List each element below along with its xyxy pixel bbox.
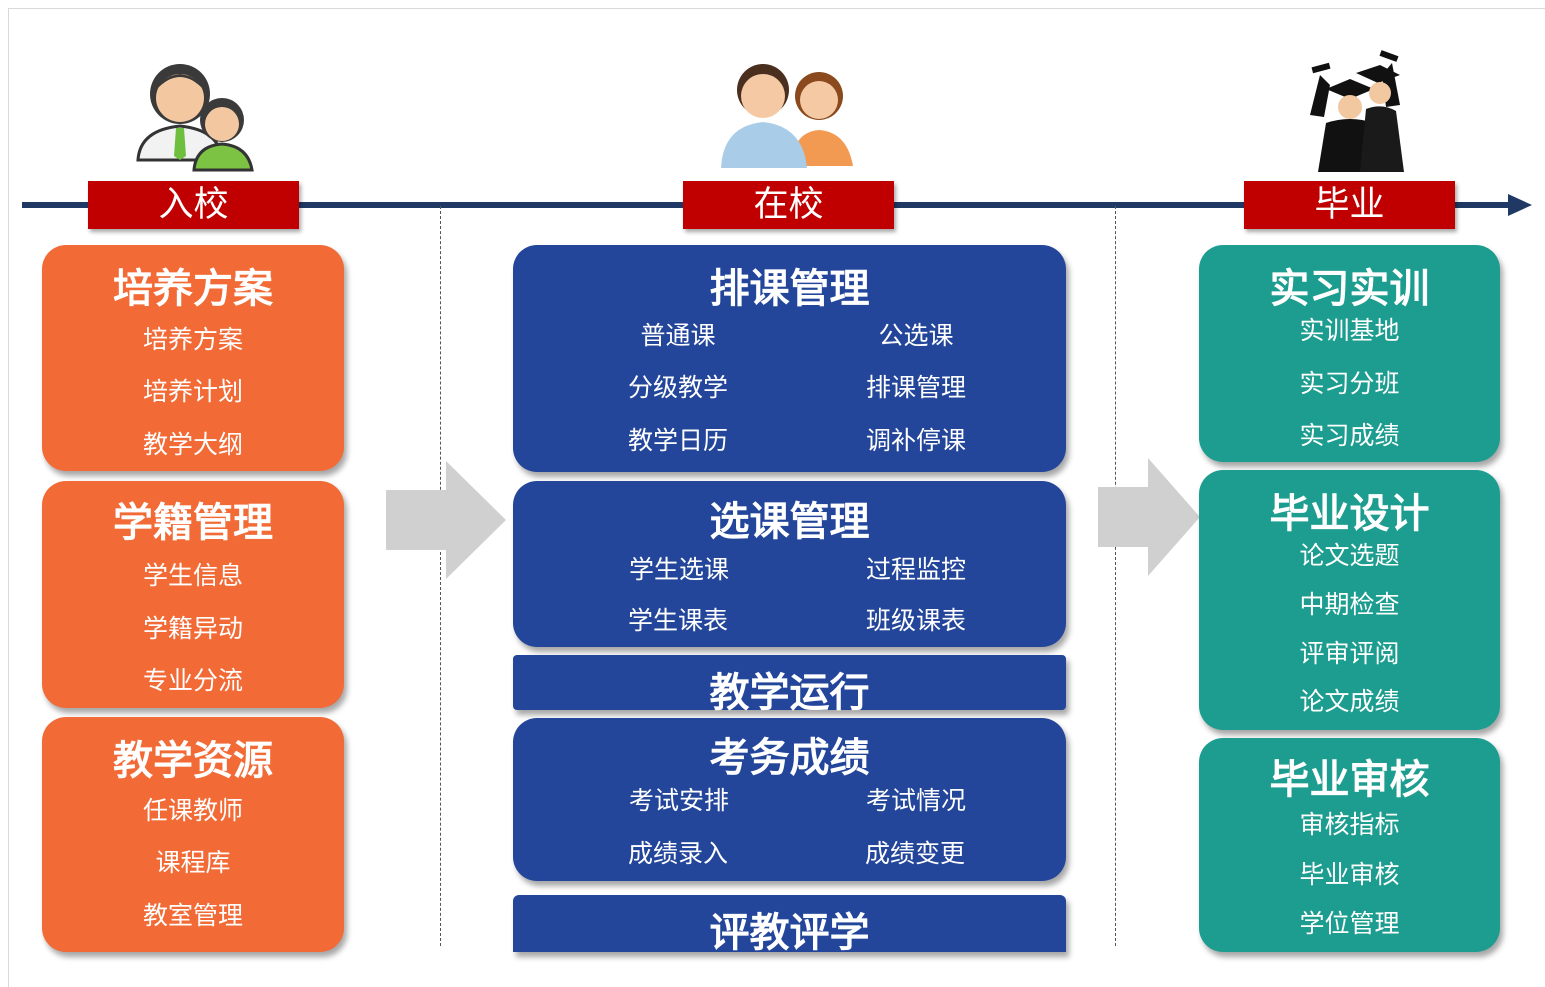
card-teaching-evaluation[interactable]: 评教评学 [513,895,1066,956]
card-item[interactable]: 成绩变更 [864,839,965,868]
card-title: 教学运行 [709,670,870,716]
card-item[interactable]: 班级课表 [865,606,966,635]
frame-border-top [8,8,1545,9]
card-item[interactable]: 实训基地 [1299,316,1400,345]
card-item[interactable]: 论文成绩 [1299,687,1400,716]
stage-label-graduation: 毕业 [1244,181,1455,229]
card-title: 排课管理 [709,266,870,312]
card-internship-training[interactable]: 实习实训 实训基地 实习分班 实习成绩 [1199,245,1500,462]
card-exams-grades[interactable]: 考务成绩 考试安排 考试情况 成绩录入 成绩变更 [513,718,1066,881]
card-item[interactable]: 教学大纲 [142,430,243,459]
card-item[interactable]: 审核指标 [1299,810,1400,839]
card-item[interactable]: 学生课表 [627,606,728,635]
man-woman-icon [721,64,853,168]
card-item[interactable]: 中期检查 [1299,590,1400,619]
arrow-enrollment-to-school-icon [386,461,506,579]
card-item[interactable]: 教室管理 [142,901,243,930]
card-item[interactable]: 实习成绩 [1299,421,1400,450]
frame-border-left [8,8,9,987]
card-item[interactable]: 毕业审核 [1299,860,1400,889]
card-course-scheduling[interactable]: 排课管理 普通课 公选课 分级教学 排课管理 教学日历 调补停课 [513,245,1066,472]
card-item[interactable]: 培养方案 [142,325,243,354]
card-graduation-design[interactable]: 毕业设计 论文选题 中期检查 评审评阅 论文成绩 [1199,470,1500,730]
card-item[interactable]: 成绩录入 [627,839,728,868]
card-item[interactable]: 论文选题 [1299,541,1400,570]
card-graduation-review[interactable]: 毕业审核 审核指标 毕业审核 学位管理 [1199,738,1500,952]
card-item[interactable]: 分级教学 [627,373,728,402]
card-item[interactable]: 学生信息 [142,561,243,590]
card-title: 教学资源 [113,738,273,784]
divider-left [440,206,441,946]
card-title: 毕业设计 [1269,491,1430,537]
card-item[interactable]: 考试安排 [628,786,729,815]
card-item[interactable]: 教学日历 [627,426,728,455]
stage-label-enrollment: 入校 [88,181,299,229]
card-item[interactable]: 培养计划 [142,377,243,406]
card-item[interactable]: 任课教师 [142,796,243,825]
card-title: 考务成绩 [709,735,870,781]
card-item[interactable]: 学籍异动 [142,614,243,643]
card-item[interactable]: 考试情况 [865,786,966,815]
card-item[interactable]: 过程监控 [865,555,966,584]
arrow-school-to-graduation-icon [1098,458,1200,576]
card-title: 选课管理 [709,499,870,545]
card-item[interactable]: 排课管理 [865,373,966,402]
card-teaching-operation[interactable]: 教学运行 [513,655,1066,716]
card-item[interactable]: 普通课 [640,321,716,350]
card-title: 毕业审核 [1269,757,1430,803]
card-teaching-resources[interactable]: 教学资源 任课教师 课程库 教室管理 [42,717,344,952]
card-item[interactable]: 实习分班 [1299,369,1400,398]
card-item[interactable]: 评审评阅 [1299,639,1400,668]
card-item[interactable]: 学位管理 [1299,909,1400,938]
card-course-selection[interactable]: 选课管理 学生选课 过程监控 学生课表 班级课表 [513,481,1066,647]
card-item[interactable]: 公选课 [878,321,954,350]
stage-label-in-school: 在校 [683,181,894,229]
graduates-icon [1310,50,1404,172]
card-title: 评教评学 [709,910,870,956]
card-student-status[interactable]: 学籍管理 学生信息 学籍异动 专业分流 [42,481,344,708]
card-item[interactable]: 专业分流 [142,666,243,695]
timeline-arrowhead [1508,194,1532,216]
card-item[interactable]: 学生选课 [628,555,729,584]
students-couple-icon [136,64,254,172]
card-title: 学籍管理 [113,500,273,546]
divider-right [1115,206,1116,946]
card-item[interactable]: 调补停课 [865,426,966,455]
card-title: 培养方案 [113,266,273,312]
card-item[interactable]: 课程库 [155,848,231,877]
card-title: 实习实训 [1269,266,1430,312]
card-training-plan[interactable]: 培养方案 培养方案 培养计划 教学大纲 [42,245,344,471]
